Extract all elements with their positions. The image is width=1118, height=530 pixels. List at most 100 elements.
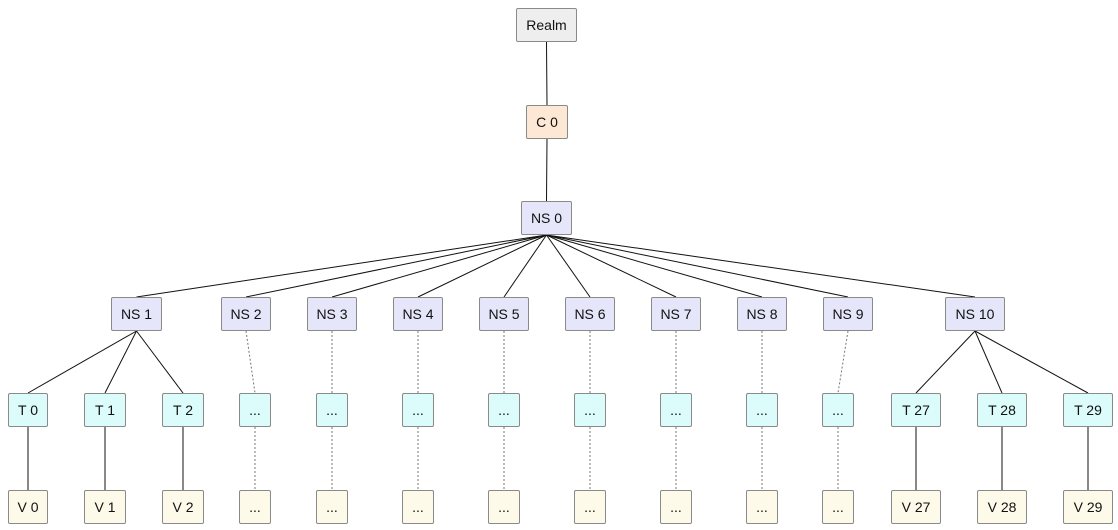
node-ns7: NS 7 bbox=[651, 297, 701, 331]
node-tx6: ... bbox=[574, 393, 606, 427]
node-label: ... bbox=[249, 402, 261, 418]
node-vx6: ... bbox=[574, 490, 606, 524]
edge-ns1-t0 bbox=[27, 330, 137, 394]
node-label: ... bbox=[326, 402, 338, 418]
node-tx7: ... bbox=[660, 393, 692, 427]
node-label: ... bbox=[412, 499, 424, 515]
node-label: ... bbox=[670, 402, 682, 418]
node-label: NS 6 bbox=[574, 306, 606, 322]
edge-ns10-t29 bbox=[974, 330, 1089, 394]
node-t28: T 28 bbox=[977, 393, 1027, 427]
node-realm: Realm bbox=[516, 8, 577, 42]
edge-ns0-ns2 bbox=[245, 234, 547, 298]
edge-ns0-ns5 bbox=[503, 234, 547, 298]
node-label: ... bbox=[756, 402, 768, 418]
node-label: NS 4 bbox=[402, 306, 434, 322]
edge-ns0-ns6 bbox=[546, 234, 591, 298]
node-t27: T 27 bbox=[891, 393, 941, 427]
node-v0: V 0 bbox=[8, 490, 48, 524]
node-label: NS 8 bbox=[746, 306, 778, 322]
node-tx4: ... bbox=[402, 393, 434, 427]
node-vx7: ... bbox=[660, 490, 692, 524]
node-vx3: ... bbox=[316, 490, 348, 524]
edge-ns0-ns8 bbox=[546, 234, 763, 298]
node-label: ... bbox=[832, 402, 844, 418]
node-c0: C 0 bbox=[526, 105, 568, 139]
node-label: V 29 bbox=[1073, 499, 1103, 515]
node-ns9: NS 9 bbox=[823, 297, 873, 331]
node-tx5: ... bbox=[488, 393, 520, 427]
node-label: NS 1 bbox=[120, 306, 153, 322]
node-label: ... bbox=[756, 499, 768, 515]
edge-ns0-ns10 bbox=[546, 234, 976, 298]
node-tx8: ... bbox=[746, 393, 778, 427]
node-vx2: ... bbox=[239, 490, 271, 524]
node-t29: T 29 bbox=[1063, 393, 1113, 427]
node-ns10: NS 10 bbox=[945, 297, 1005, 331]
node-label: V 27 bbox=[901, 499, 931, 515]
node-ns5: NS 5 bbox=[479, 297, 529, 331]
node-vx4: ... bbox=[402, 490, 434, 524]
edge-ns1-t2 bbox=[136, 330, 184, 394]
edge-ns10-t27 bbox=[915, 330, 976, 394]
node-label: V 1 bbox=[94, 499, 116, 515]
node-label: T 29 bbox=[1074, 402, 1102, 418]
node-label: ... bbox=[498, 402, 510, 418]
node-label: ... bbox=[326, 499, 338, 515]
node-label: ... bbox=[670, 499, 682, 515]
node-label: T 0 bbox=[18, 402, 38, 418]
node-ns0: NS 0 bbox=[521, 201, 572, 235]
node-label: T 2 bbox=[173, 402, 193, 418]
node-t0: T 0 bbox=[8, 393, 48, 427]
node-ns6: NS 6 bbox=[565, 297, 615, 331]
node-ns4: NS 4 bbox=[393, 297, 443, 331]
edge-ns0-ns9 bbox=[546, 234, 849, 298]
node-ns2: NS 2 bbox=[221, 297, 271, 331]
node-v29: V 29 bbox=[1063, 490, 1113, 524]
edge-ns2-tx2 bbox=[245, 330, 256, 394]
node-label: NS 3 bbox=[316, 306, 348, 322]
edge-ns0-ns4 bbox=[417, 234, 547, 298]
node-tx9: ... bbox=[822, 393, 854, 427]
edge-ns0-ns3 bbox=[331, 234, 547, 298]
edge-ns10-t28 bbox=[974, 330, 1003, 394]
node-label: NS 10 bbox=[955, 306, 995, 322]
node-label: V 2 bbox=[172, 499, 194, 515]
edge-ns0-ns1 bbox=[136, 234, 547, 298]
node-t2: T 2 bbox=[162, 393, 204, 427]
node-ns1: NS 1 bbox=[111, 297, 162, 331]
node-v2: V 2 bbox=[162, 490, 204, 524]
node-label: NS 0 bbox=[530, 210, 563, 226]
node-label: ... bbox=[832, 499, 844, 515]
edge-ns1-t1 bbox=[104, 330, 137, 394]
node-label: NS 9 bbox=[832, 306, 864, 322]
node-ns8: NS 8 bbox=[737, 297, 787, 331]
node-label: NS 2 bbox=[230, 306, 262, 322]
node-v28: V 28 bbox=[977, 490, 1027, 524]
node-vx8: ... bbox=[746, 490, 778, 524]
node-t1: T 1 bbox=[84, 393, 126, 427]
node-label: ... bbox=[412, 402, 424, 418]
edge-ns9-tx9 bbox=[837, 330, 849, 394]
node-v1: V 1 bbox=[84, 490, 126, 524]
node-label: V 28 bbox=[987, 499, 1017, 515]
node-label: NS 5 bbox=[488, 306, 520, 322]
node-ns3: NS 3 bbox=[307, 297, 357, 331]
node-label: T 1 bbox=[95, 402, 115, 418]
node-label: ... bbox=[498, 499, 510, 515]
node-label: ... bbox=[584, 499, 596, 515]
node-tx2: ... bbox=[239, 393, 271, 427]
node-label: T 27 bbox=[902, 402, 930, 418]
node-tx3: ... bbox=[316, 393, 348, 427]
node-vx5: ... bbox=[488, 490, 520, 524]
edge-realm-c0 bbox=[546, 41, 548, 106]
node-label: T 28 bbox=[988, 402, 1016, 418]
node-label: V 0 bbox=[17, 499, 39, 515]
node-vx9: ... bbox=[822, 490, 854, 524]
node-label: ... bbox=[584, 402, 596, 418]
node-label: C 0 bbox=[536, 114, 558, 130]
edge-c0-ns0 bbox=[546, 138, 548, 202]
node-v27: V 27 bbox=[891, 490, 941, 524]
